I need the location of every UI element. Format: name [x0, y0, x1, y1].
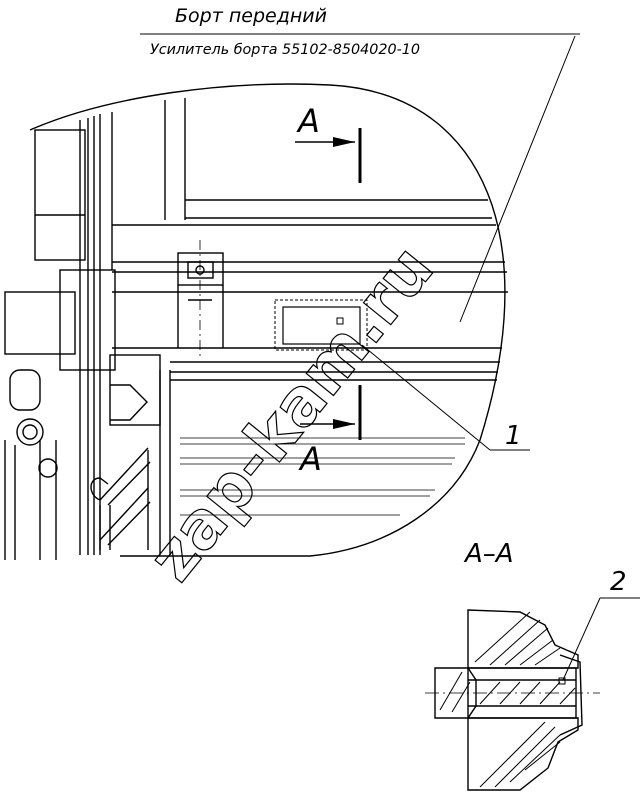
callout-2-number: 2	[610, 567, 627, 597]
callout-1-number: 1	[505, 421, 522, 451]
drawing-title: Борт передний	[175, 5, 327, 27]
detail-outline	[29, 83, 506, 557]
section-mark-top: А	[295, 102, 362, 183]
section-title: А–А	[463, 539, 514, 569]
rail-bracket	[177, 240, 224, 360]
section-view	[425, 609, 600, 791]
section-mark-bottom: А	[298, 385, 362, 478]
section-letter-bottom: А	[298, 440, 322, 478]
section-letter-top: А	[296, 102, 320, 140]
watermark: zap-kam.ru	[135, 232, 448, 595]
callout-1: 1	[361, 344, 530, 451]
drawing-subtitle: Усилитель борта 55102-8504020-10	[150, 42, 420, 58]
title-leader	[459, 35, 576, 323]
left-structure	[4, 98, 186, 560]
lower-panel-lines	[180, 437, 465, 516]
section-hatching	[439, 611, 576, 788]
horizontal-rails	[112, 199, 508, 381]
reinforcement-plate	[274, 299, 368, 351]
callout-2: 2	[558, 567, 640, 685]
